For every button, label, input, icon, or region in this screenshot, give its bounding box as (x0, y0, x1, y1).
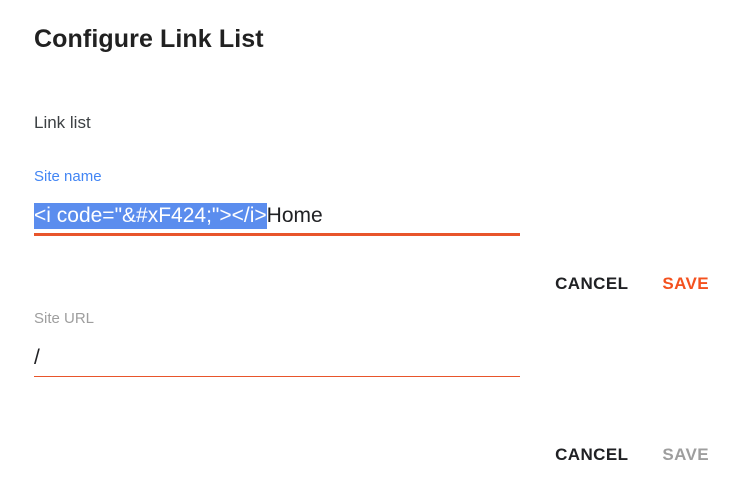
site-name-remaining-text[interactable]: Home (266, 204, 323, 227)
site-name-selected-text[interactable]: <i code="&#xF424;"></i> (34, 203, 267, 229)
site-name-input-wrap[interactable]: <i code="&#xF424;"></i>Home (34, 201, 520, 236)
field-site-url: Site URL / (34, 310, 520, 377)
site-url-input-wrap[interactable]: / (34, 343, 520, 377)
site-name-underline (34, 233, 520, 236)
secondary-action-row: CANCEL SAVE (553, 441, 711, 469)
cancel-button-primary[interactable]: CANCEL (553, 270, 630, 298)
site-name-label: Site name (34, 168, 102, 185)
cancel-button-secondary[interactable]: CANCEL (553, 441, 630, 469)
page-title: Configure Link List (34, 25, 264, 53)
site-name-input[interactable]: <i code="&#xF424;"></i>Home (34, 201, 520, 231)
site-url-input[interactable]: / (34, 346, 40, 369)
save-button-secondary: SAVE (660, 441, 711, 469)
save-button-primary[interactable]: SAVE (660, 270, 711, 298)
primary-action-row: CANCEL SAVE (553, 270, 711, 298)
site-url-underline (34, 376, 520, 377)
field-site-name: Site name <i code="&#xF424;"></i>Home (34, 168, 520, 236)
section-label-link-list: Link list (34, 113, 91, 132)
site-url-label: Site URL (34, 310, 95, 327)
